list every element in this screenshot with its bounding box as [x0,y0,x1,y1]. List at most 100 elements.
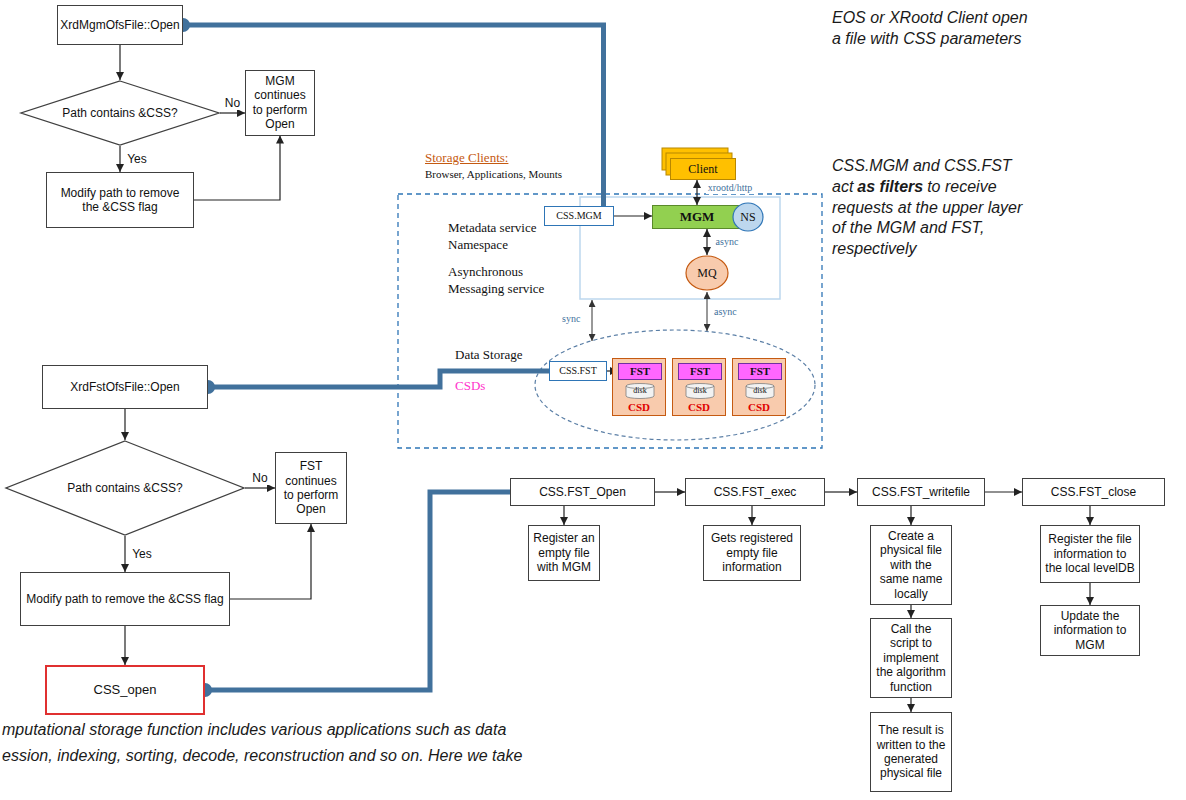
storage-region [535,330,815,440]
csd-box: CSD FST disk [612,358,666,416]
layer-name: Asynchronous Messaging service [448,264,558,298]
flow-arrow [194,136,280,200]
flow-arrow [230,524,311,599]
node-text: Modify path to remove the &CSS flag [51,186,189,215]
filter-box: CSS.FST [549,361,607,381]
flow-arrow [706,229,707,255]
call-link [205,492,510,690]
client-box: Client [670,158,736,180]
action-box: Register an empty file with MGM [528,525,600,581]
node-text: Modify path to remove the &CSS flag [26,592,223,606]
action-box: The result is written to the generated p… [870,712,952,792]
node-text: The result is written to the generated p… [875,723,947,781]
flow-arrow [825,491,857,492]
flow-arrow [124,409,125,440]
step-box: CSS.FST_close [1022,478,1165,506]
node-text: MGM continues to perform Open [250,74,310,132]
cylinder-outline [686,384,714,399]
diamond-outline [6,441,244,535]
node-text: XrdFstOfsFile::Open [70,380,179,394]
flow-arrow [119,45,120,80]
step-box: CSS.FST_Open [510,478,655,506]
flow-arrow [124,536,125,572]
node-text: CSD [688,401,710,414]
link-label: async [714,306,737,317]
node-text: Path contains &CSS? [62,106,177,120]
process-box: CSS_open [45,665,205,715]
node-text: CSD [748,401,770,414]
action-box: Update the information to MGM [1040,605,1140,656]
flow-arrow [910,698,911,712]
disk-cylinder: disk [625,383,655,399]
node-text: CSS_open [94,682,157,698]
node-text: disk [753,386,766,396]
flow-arrow [124,626,125,665]
csd-box: CSD FST disk [672,358,726,416]
flow-arrow [910,605,911,618]
action-box: Register the file information to the loc… [1040,525,1140,583]
node-text: Client [688,162,717,176]
flow-arrow [696,180,697,205]
node-text: CSD [628,401,650,414]
flow-arrow [614,215,652,216]
fst-box: FST [738,363,782,380]
node-text: CSS.FST_exec [714,485,797,499]
process-box: FST continues to perform Open [275,452,347,524]
step-box: CSS.FST_writefile [857,478,985,506]
system-boundary [398,194,822,448]
flow-arrow [1089,506,1090,525]
note-text: EOS or XRootd Client open a file with CS… [832,8,1032,50]
csd-box: CSD FST disk [732,358,786,416]
process-box: Modify path to remove the &CSS flag [20,572,230,626]
flow-arrow [910,506,911,525]
namespace-circle: NS [732,202,764,232]
async-link [707,292,708,331]
group-subtitle: Browser, Applications, Mounts [425,168,562,180]
caption-fragment: ession, indexing, sorting, decode, recon… [2,746,522,767]
call-link [183,25,604,206]
node-text: Register the file information to the loc… [1045,532,1135,575]
node-text: Update the information to MGM [1045,609,1135,652]
node-text: FST [690,365,710,378]
node-text: NS [740,210,755,224]
filter-box: CSS.MGM [544,206,614,226]
layer-name: Metadata service Namespace [448,220,548,254]
flow-arrow [220,112,245,113]
flow-arrow [655,491,685,492]
note-block: CSS.MGM and CSS.FST actas filtersto rece… [832,156,1028,260]
node-text: Call the script to implement the algorit… [875,622,947,694]
decision-diamond: Path contains &CSS? [20,80,220,146]
node-text: CSS.FST_writefile [872,485,970,499]
edge-label: async [714,236,741,248]
flow-arrow [751,506,752,525]
circle-outline [686,256,728,290]
action-box: Call the script to implement the algorit… [870,618,952,698]
node-text: CSS.FST_Open [539,485,626,499]
step-box: CSS.FST_exec [685,478,825,506]
node-text: CSS.MGM [556,210,601,222]
edge-label: xrootd/http [706,182,754,194]
node-text: FST continues to perform Open [280,459,342,517]
fst-box: FST [618,363,662,380]
cylinder-outline [626,384,654,399]
group-heading: Storage Clients: [425,150,508,166]
process-box: Modify path to remove the &CSS flag [46,172,194,228]
flow-arrow [1089,583,1090,605]
sync-link [592,300,593,341]
node-text: XrdMgmOfsFile::Open [60,18,179,32]
node-text: Path contains &CSS? [67,481,182,495]
edge-label: No [250,471,269,485]
mgm-box: MGM [652,205,742,229]
node-text: FST [750,365,770,378]
node-text: Gets registered empty file information [708,531,796,574]
caption-fragment: mputational storage function includes va… [2,720,506,741]
disk-cylinder: disk [685,383,715,399]
edge-label: Yes [125,152,149,166]
process-box: XrdFstOfsFile::Open [42,365,208,409]
diamond-outline [21,81,219,145]
link-label: sync [562,313,580,324]
edge-label: Yes [130,547,154,561]
node-text: FST [630,365,650,378]
